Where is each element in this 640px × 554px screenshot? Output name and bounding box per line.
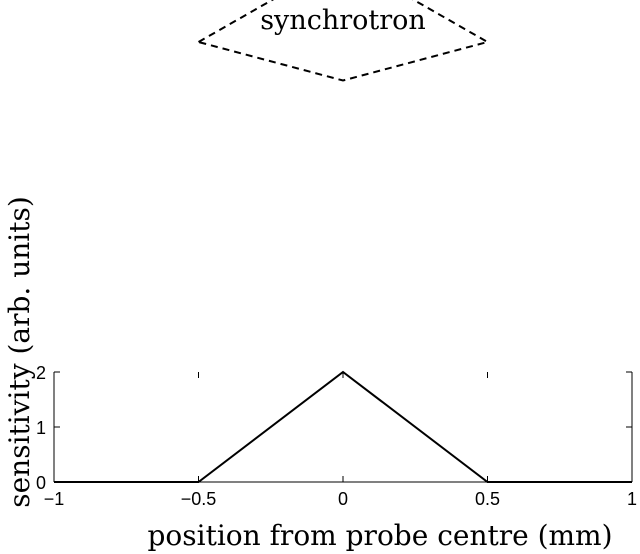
synchrotron-diamond: [195, 0, 491, 82]
x-tick-label: 0: [338, 489, 348, 509]
x-axis-label: position from probe centre (mm): [147, 519, 612, 552]
data-series: [53, 370, 633, 483]
y-tick-label: 1: [36, 418, 46, 438]
y-tick-label: 0: [36, 473, 46, 493]
x-tick-label: −0.5: [181, 489, 217, 509]
x-tick-label: −1: [44, 489, 65, 509]
axes-group: −1 −0.5 0 0.5 1 0 1 2: [36, 363, 637, 509]
text-labels: position from probe centre (mm) sensitiv…: [3, 196, 613, 552]
diamond-annotations: synchrotronneutron: [195, 0, 491, 82]
x-tick-label: 0.5: [475, 489, 500, 509]
synchrotron-label: synchrotron: [260, 5, 426, 36]
x-tick-label: 1: [627, 489, 637, 509]
sensitivity-line: [54, 370, 632, 483]
y-tick-label: 2: [36, 363, 46, 383]
y-axis-label: sensitivity (arb. units): [3, 196, 36, 508]
